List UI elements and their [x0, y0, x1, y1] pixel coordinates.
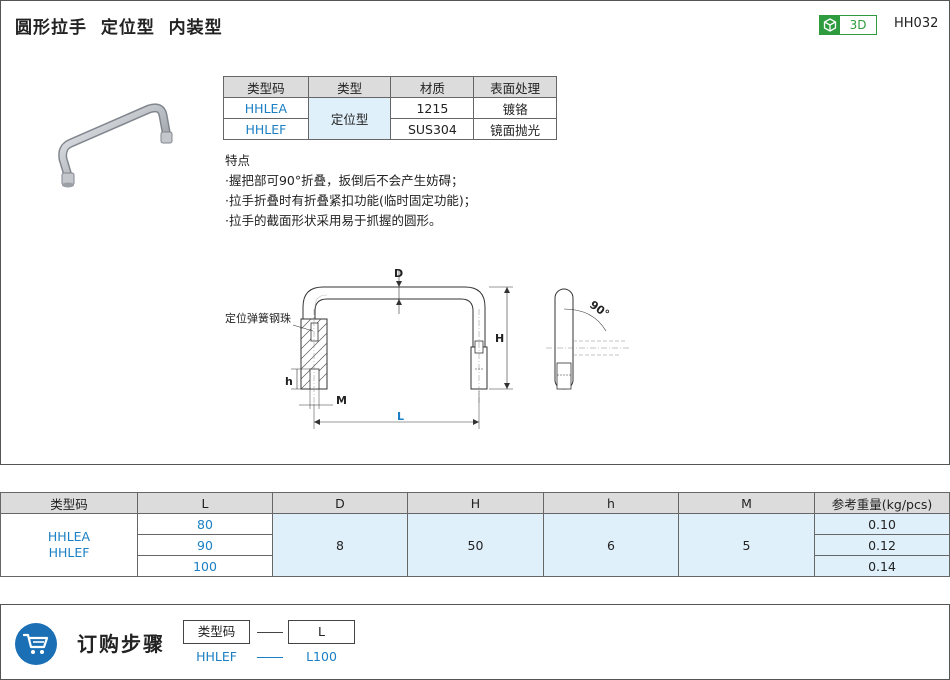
size-l-cell: 100 — [137, 555, 273, 577]
size-header-code: 类型码 — [0, 492, 138, 514]
size-weight-cell: 0.12 — [814, 534, 950, 556]
table-row: HHLEA 定位型 1215 镀铬 — [223, 97, 557, 140]
table-row: 90 0.12 — [1, 534, 950, 556]
size-header-weight: 参考重量(kg/pcs) — [814, 492, 950, 514]
model-code: HH032 — [894, 16, 939, 31]
product-panel: 圆形拉手 定位型 内装型 3D HH032 — [0, 0, 950, 465]
size-header-h-upper: H — [407, 492, 544, 514]
dim-label-l: L — [397, 410, 405, 423]
table-row: HHLEA HHLEF 80 8 50 6 5 0.10 — [0, 513, 950, 577]
order-panel: 订购步骤 类型码 L HHLEF L100 — [0, 604, 950, 680]
feature-item: ·握把部可90°折叠，扳倒后不会产生妨碍； — [225, 173, 464, 188]
size-l-cell: 80 — [137, 513, 273, 535]
cube-icon — [820, 16, 840, 34]
features-title: 特点 — [225, 153, 251, 168]
dim-label-h-upper: H — [495, 332, 505, 345]
size-code-f: HHLEF — [48, 545, 90, 560]
size-l-cell: 90 — [137, 534, 273, 556]
cart-icon — [15, 623, 57, 665]
order-example-separator — [257, 657, 283, 658]
order-title: 订购步骤 — [77, 632, 165, 656]
size-weight-cell: 0.10 — [814, 513, 950, 535]
spec-surface-cell: 镜面抛光 — [473, 118, 557, 140]
spring-ball-label: 定位弹簧钢珠 — [225, 312, 291, 325]
features-section: 特点 ·握把部可90°折叠，扳倒后不会产生妨碍； ·拉手折叠时有折叠紧扣功能(临… — [225, 151, 476, 231]
feature-item: ·拉手折叠时有折叠紧扣功能(临时固定功能)； — [225, 193, 477, 208]
spec-surface-cell: 镀铬 — [473, 97, 557, 119]
dim-label-m: M — [336, 394, 347, 407]
table-row: 100 0.14 — [1, 555, 950, 577]
spec-code-cell: HHLEF — [223, 118, 309, 140]
size-h-upper-cell: 50 — [407, 513, 544, 577]
order-separator — [257, 632, 283, 633]
size-code-a: HHLEA — [47, 529, 91, 544]
spec-header-material: 材质 — [390, 76, 475, 98]
spec-header-type: 类型 — [307, 76, 392, 98]
3d-label: 3D — [849, 18, 867, 32]
page-title: 圆形拉手 定位型 内装型 — [15, 18, 223, 38]
order-box-type-code: 类型码 — [183, 620, 250, 644]
product-image — [49, 99, 174, 198]
technical-drawing — [221, 259, 641, 433]
order-example-l: L100 — [306, 649, 337, 664]
size-d-cell: 8 — [272, 513, 408, 577]
size-header-h-lower: h — [543, 492, 679, 514]
size-weight-cell: 0.14 — [814, 555, 950, 577]
size-m-cell: 5 — [678, 513, 815, 577]
spec-header-code: 类型码 — [223, 76, 309, 98]
dim-label-d: D — [394, 267, 404, 280]
size-header-m: M — [678, 492, 815, 514]
order-box-l: L — [288, 620, 355, 644]
order-example-code: HHLEF — [196, 649, 237, 664]
size-header-l: L — [137, 492, 273, 514]
spec-material-cell: 1215 — [390, 97, 475, 119]
dim-label-h-lower: h — [285, 375, 293, 388]
spec-material-cell: SUS304 — [390, 118, 475, 140]
spec-code-cell: HHLEA — [223, 97, 309, 119]
size-header-d: D — [272, 492, 408, 514]
size-table: 类型码 L D H h M 参考重量(kg/pcs) HHLEA HHLEF 8… — [0, 492, 950, 577]
3d-model-button[interactable]: 3D — [819, 15, 877, 35]
spec-header-surface: 表面处理 — [473, 76, 557, 98]
feature-item: ·拉手的截面形状采用易于抓握的圆形。 — [225, 213, 442, 228]
table-row: HHLEF SUS304 镜面抛光 — [223, 118, 557, 140]
size-code-cell: HHLEA HHLEF — [0, 513, 138, 577]
spec-table: 类型码 类型 材质 表面处理 HHLEA 定位型 1215 镀铬 HHLEF S… — [223, 76, 557, 140]
spec-type-cell: 定位型 — [307, 97, 392, 140]
size-h-lower-cell: 6 — [543, 513, 679, 577]
